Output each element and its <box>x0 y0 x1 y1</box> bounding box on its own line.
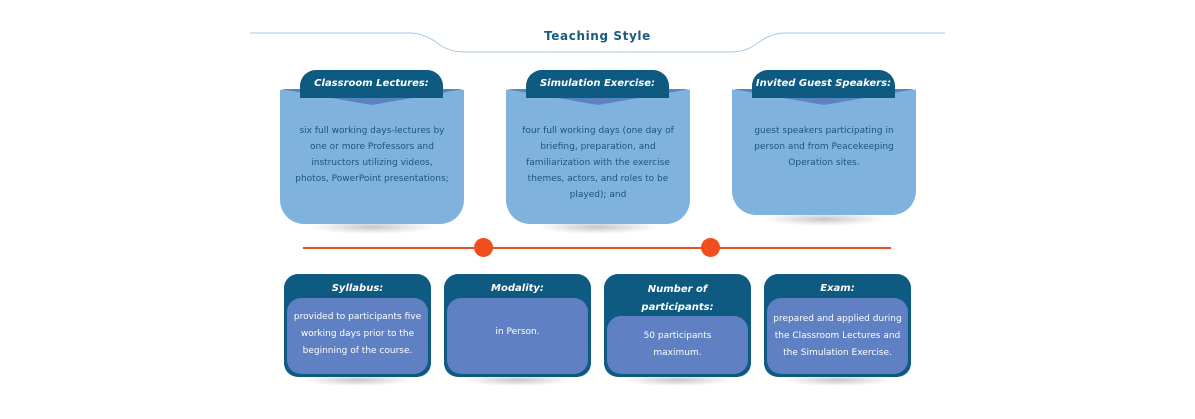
title-frame-line <box>250 32 945 53</box>
timeline-dot <box>701 238 720 257</box>
card-shadow <box>782 374 893 386</box>
card-text: 50 participants maximum. <box>643 331 712 358</box>
card-heading: Invited Guest Speakers: <box>752 70 895 98</box>
card-shadow <box>302 374 413 386</box>
card-text: six full working days-lectures by one or… <box>295 126 449 184</box>
invited-guest-speakers-card: Invited Guest Speakers: guest speakers p… <box>732 70 916 230</box>
card-heading: Syllabus: <box>331 283 384 294</box>
card-heading: Exam: <box>820 283 855 294</box>
card-shadow <box>462 374 573 386</box>
card-shadow <box>622 374 733 386</box>
card-text: prepared and applied during the Classroo… <box>773 314 902 358</box>
card-body <box>447 298 588 374</box>
syllabus-card: Syllabus: provided to participants five … <box>284 274 431 386</box>
simulation-exercise-card: Simulation Exercise: four full working d… <box>506 70 690 234</box>
card-body <box>506 90 690 224</box>
card-text: four full working days (one day of brief… <box>522 126 674 200</box>
exam-card: Exam: prepared and applied during the Cl… <box>764 274 911 386</box>
card-heading: Simulation Exercise: <box>526 70 669 98</box>
card-shadow <box>762 212 886 226</box>
number-of-participants-card: Number of participants: 50 participants … <box>604 274 751 386</box>
card-body <box>287 298 428 374</box>
timeline-line <box>303 247 891 249</box>
card-heading: Modality: <box>491 283 544 294</box>
card-body <box>767 298 908 374</box>
modality-card: Modality: in Person. <box>444 274 591 386</box>
card-heading: Number of participants: <box>641 284 714 313</box>
card-body <box>280 90 464 224</box>
card-body <box>607 316 748 374</box>
card-text: provided to participants five working da… <box>293 312 422 356</box>
card-text: guest speakers participating in person a… <box>754 126 894 168</box>
timeline-dot <box>474 238 493 257</box>
classroom-lectures-card: Classroom Lectures: six full working day… <box>280 70 464 234</box>
card-body <box>732 90 916 215</box>
card-text: in Person. <box>495 327 540 337</box>
page-title: Teaching Style <box>544 29 651 43</box>
card-heading: Classroom Lectures: <box>300 70 443 98</box>
